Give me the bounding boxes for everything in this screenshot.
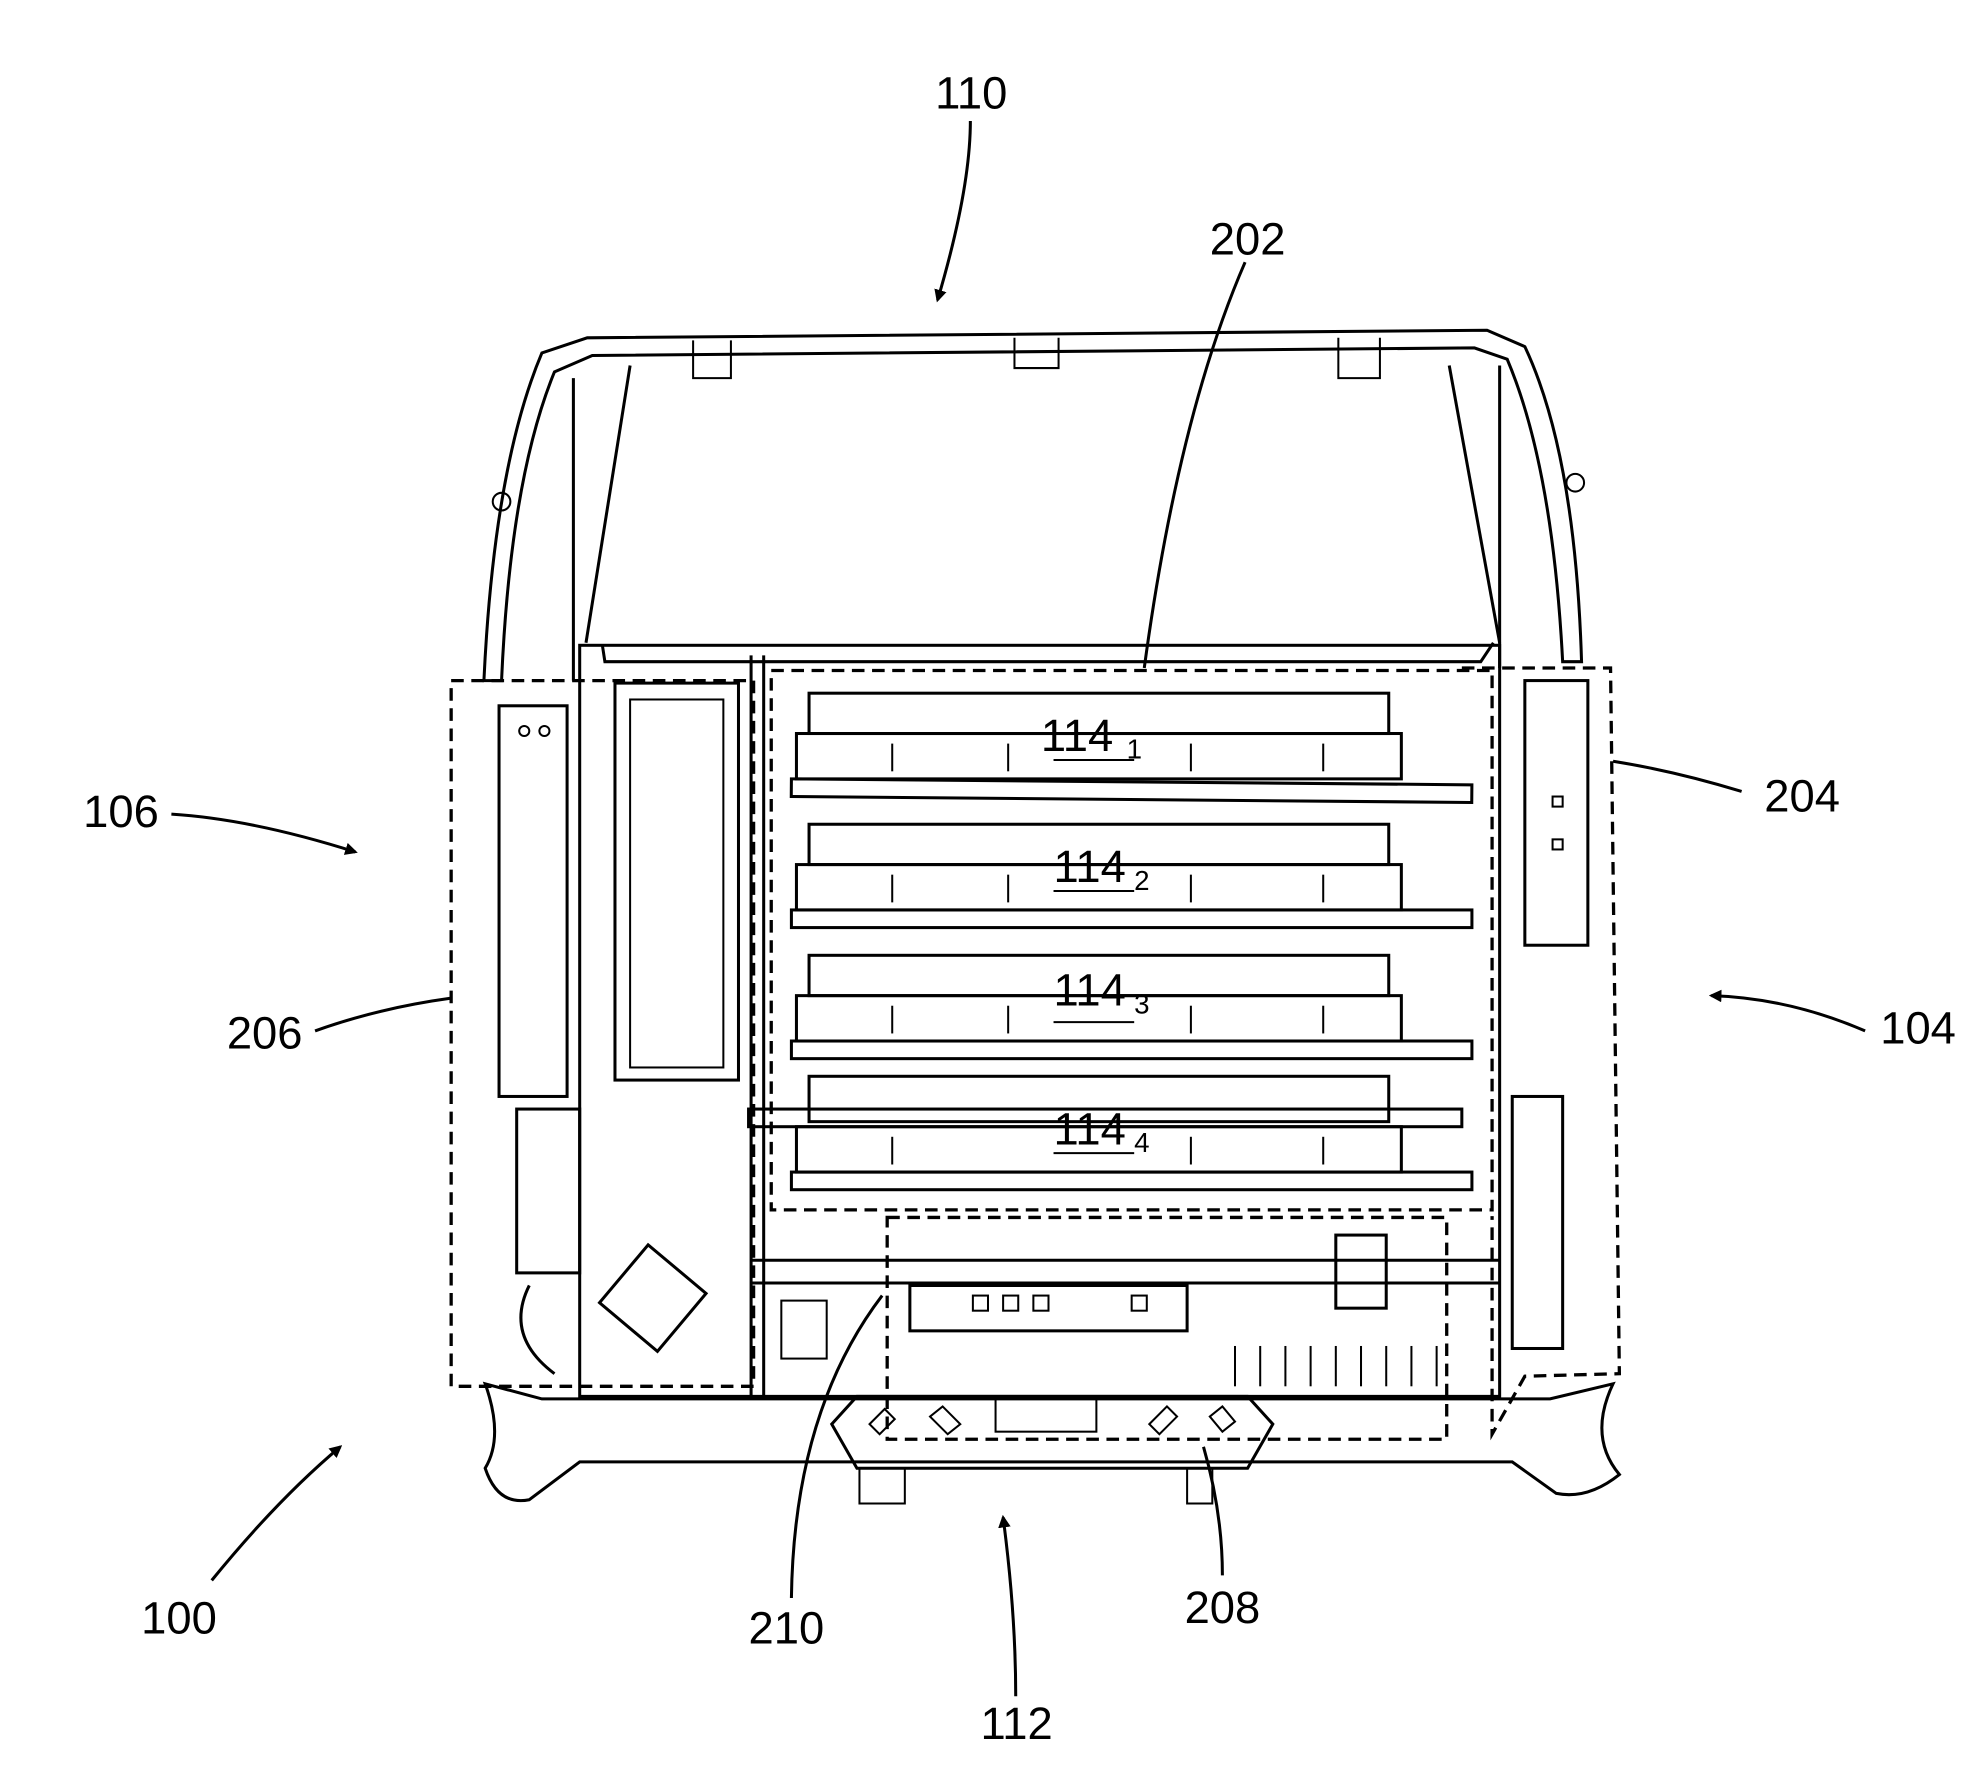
region-202 — [769, 668, 1494, 1212]
label-106: 106 — [83, 786, 159, 837]
region-204 — [1461, 666, 1622, 1441]
cartridge-3-label: 114 — [1054, 965, 1126, 1016]
cartridge-2-subscript: 2 — [1134, 865, 1149, 896]
cartridge-2: 114 2 — [789, 822, 1474, 930]
cartridge-1: 114 1 — [789, 691, 1474, 804]
label-202: 202 — [1210, 214, 1286, 265]
cartridge-4-label: 114 — [1054, 1103, 1126, 1154]
label-100: 100 — [141, 1592, 217, 1643]
label-112: 112 — [980, 1698, 1052, 1749]
label-104: 104 — [1880, 1003, 1956, 1054]
label-206: 206 — [227, 1008, 303, 1059]
printer-base — [482, 1381, 1622, 1505]
cartridge-3-subscript: 3 — [1134, 988, 1149, 1019]
cartridge-3: 114 3 — [789, 953, 1474, 1061]
region-206 — [449, 678, 756, 1388]
top-cover-frame — [482, 328, 1586, 683]
cartridge-4-subscript: 4 — [1134, 1127, 1149, 1158]
region-208 — [885, 1215, 1449, 1441]
label-204: 204 — [1764, 771, 1840, 822]
cartridge-2-label: 114 — [1054, 841, 1126, 892]
label-110: 110 — [935, 67, 1007, 118]
cartridge-1-subscript: 1 — [1127, 734, 1142, 765]
leader-lines — [171, 121, 1866, 1697]
cartridge-1-label: 114 — [1041, 710, 1113, 761]
cartridge-4: 114 4 — [747, 1074, 1474, 1192]
label-208: 208 — [1185, 1582, 1261, 1633]
label-210: 210 — [749, 1602, 825, 1653]
